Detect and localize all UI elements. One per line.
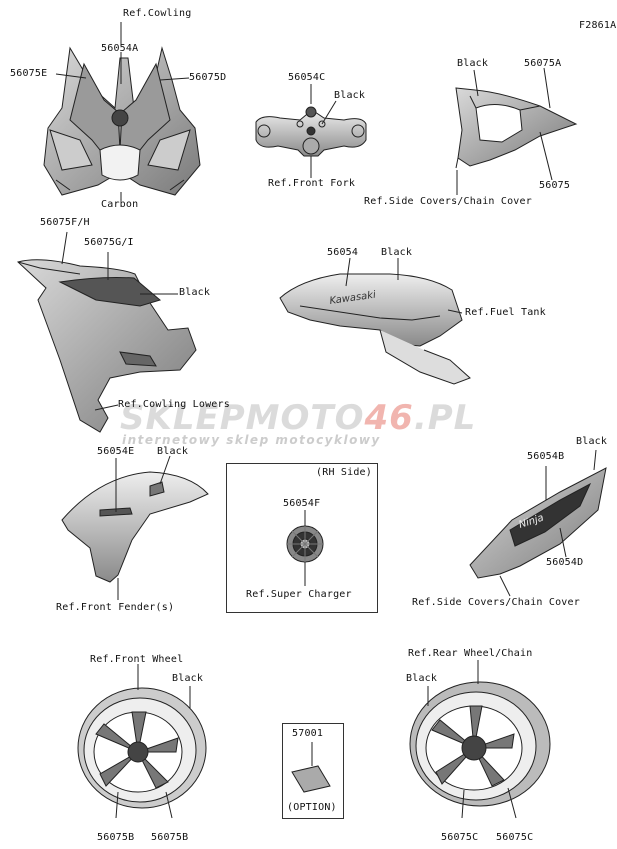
label-56075D[interactable]: 56075D [189, 72, 227, 83]
label-56054A[interactable]: 56054A [101, 43, 139, 54]
label-57001[interactable]: 57001 [292, 728, 324, 739]
watermark-brand: SKLEPMOTO46.PL [120, 398, 476, 438]
watermark-brand-c: .PL [413, 398, 477, 438]
front-fender-figure [61, 471, 209, 583]
figure-code: F2861A [579, 20, 617, 31]
label-option: (OPTION) [287, 802, 337, 813]
label-56075B-left[interactable]: 56075B [97, 832, 135, 843]
label-56075FH[interactable]: 56075F/H [40, 217, 90, 228]
label-black-fender: Black [157, 446, 189, 457]
option-box [282, 723, 344, 819]
super-charger-box [226, 463, 378, 613]
front-cowling-figure [43, 46, 201, 196]
label-56075[interactable]: 56075 [539, 180, 571, 191]
cowling-lowers-figure [17, 259, 197, 433]
label-ref-side-covers-top[interactable]: Ref.Side Covers/Chain Cover [364, 196, 532, 207]
label-56075E[interactable]: 56075E [10, 68, 48, 79]
label-black-fork: Black [334, 90, 366, 101]
watermark-brand-a: SKLEPMOTO [120, 398, 365, 438]
label-56075C-left[interactable]: 56075C [441, 832, 479, 843]
label-ref-fuel-tank[interactable]: Ref.Fuel Tank [465, 307, 546, 318]
label-ref-side-covers-bottom[interactable]: Ref.Side Covers/Chain Cover [412, 597, 580, 608]
label-rh-side: (RH Side) [316, 467, 372, 478]
rear-wheel-figure [409, 681, 551, 807]
label-ref-super-charger[interactable]: Ref.Super Charger [246, 589, 352, 600]
label-56075B-right[interactable]: 56075B [151, 832, 189, 843]
label-ref-front-wheel[interactable]: Ref.Front Wheel [90, 654, 184, 665]
label-56054[interactable]: 56054 [327, 247, 359, 258]
super-charger-figure [286, 525, 324, 563]
label-56075GI[interactable]: 56075G/I [84, 237, 134, 248]
label-black-rear-wheel: Black [406, 673, 438, 684]
tail-cowl-figure [455, 87, 578, 169]
label-56075A[interactable]: 56075A [524, 58, 562, 69]
label-ref-front-fender[interactable]: Ref.Front Fender(s) [56, 602, 175, 613]
label-56075C-right[interactable]: 56075C [496, 832, 534, 843]
label-56054C[interactable]: 56054C [288, 72, 326, 83]
label-carbon: Carbon [101, 199, 139, 210]
label-black-side: Black [576, 436, 608, 447]
label-ref-front-fork[interactable]: Ref.Front Fork [268, 178, 356, 189]
fork-clamp-figure [255, 106, 367, 157]
label-ref-cowling[interactable]: Ref.Cowling [123, 8, 192, 19]
label-56054F[interactable]: 56054F [283, 498, 321, 509]
label-black-front-wheel: Black [172, 673, 204, 684]
front-wheel-figure [77, 687, 207, 809]
label-56054B[interactable]: 56054B [527, 451, 565, 462]
label-56054E[interactable]: 56054E [97, 446, 135, 457]
option-decal-figure [291, 765, 331, 793]
label-black-lower: Black [179, 287, 211, 298]
label-ref-cowling-lowers[interactable]: Ref.Cowling Lowers [118, 399, 230, 410]
side-cover-figure: Ninja [469, 467, 607, 579]
label-ref-rear-wheel[interactable]: Ref.Rear Wheel/Chain [408, 648, 533, 659]
fuel-tank-figure: Kawasaki [279, 273, 471, 385]
label-56054D[interactable]: 56054D [546, 557, 584, 568]
watermark-brand-b: 46 [364, 398, 414, 438]
label-black-tail: Black [457, 58, 489, 69]
watermark-tagline: internetowy sklep motocyklowy [122, 433, 381, 447]
label-black-tank: Black [381, 247, 413, 258]
